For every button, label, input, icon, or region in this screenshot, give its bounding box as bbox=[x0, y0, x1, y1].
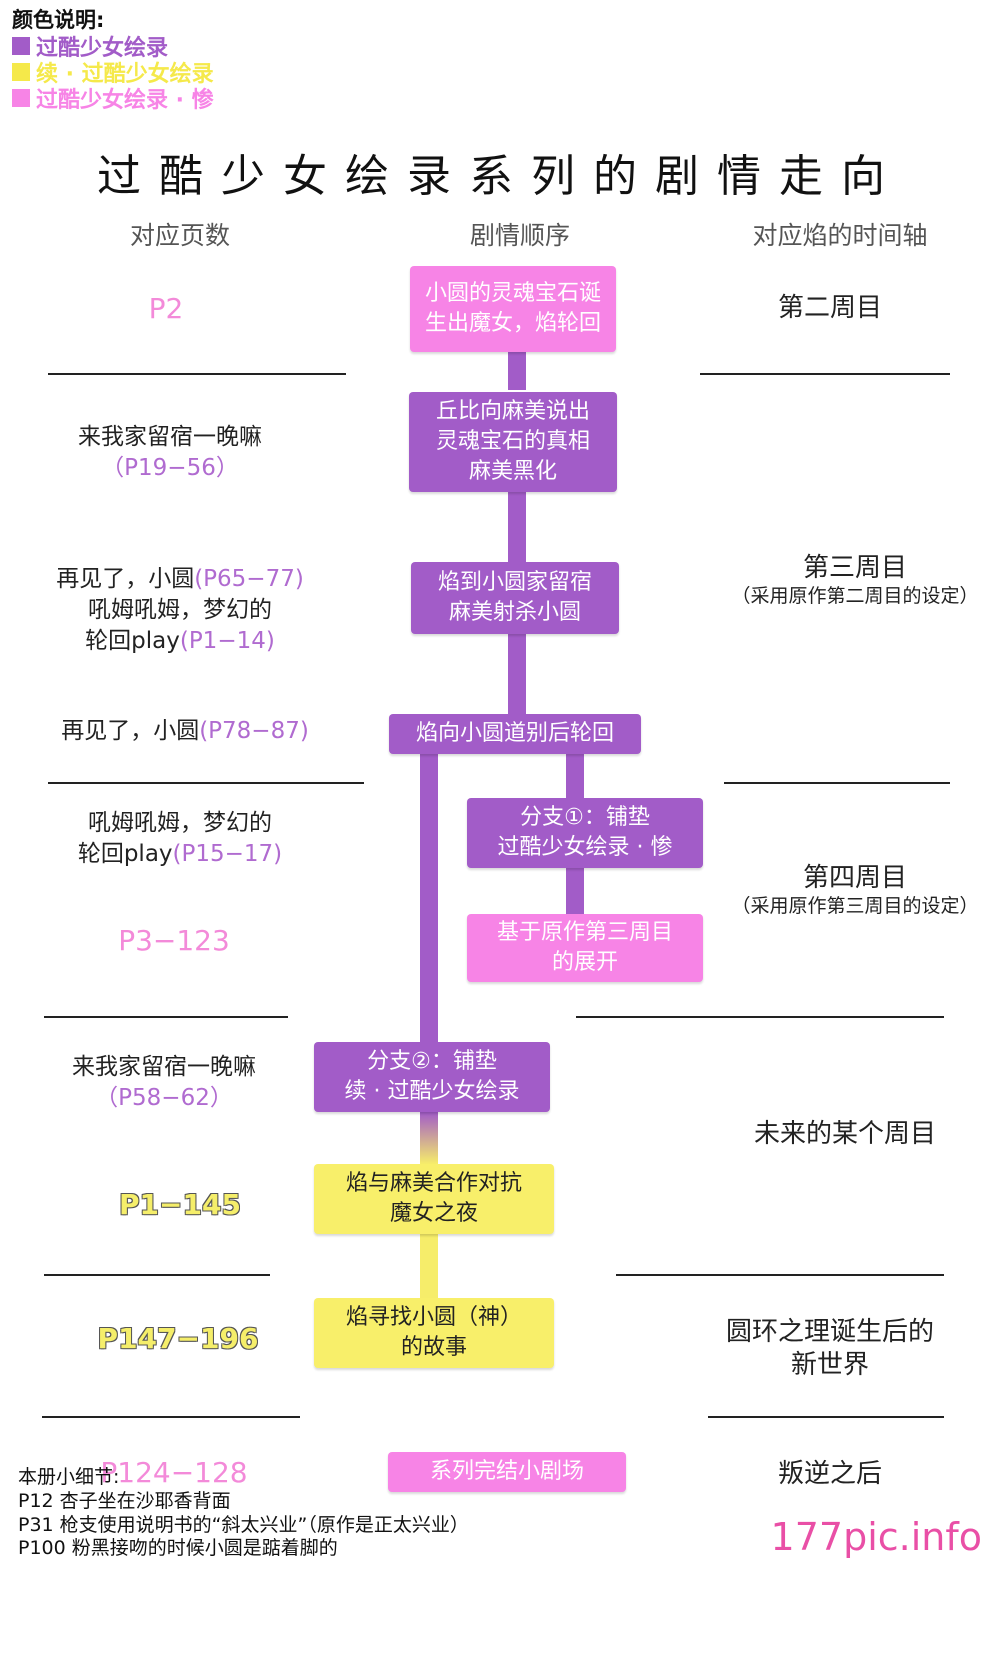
timeline-label: 第二周目 bbox=[777, 293, 882, 323]
plot-node: 焰寻找小圆（神） 的故事 bbox=[314, 1298, 554, 1368]
page-range: （P58−62） bbox=[95, 1085, 233, 1112]
chapter-title: 再见了，小圆 bbox=[61, 718, 200, 744]
page-range: P3−123 bbox=[118, 924, 230, 957]
divider bbox=[700, 373, 950, 375]
divider bbox=[708, 1416, 944, 1418]
page-range: (P65−77) bbox=[194, 566, 304, 592]
plot-node: 系列完结小剧场 bbox=[388, 1452, 626, 1492]
note-item: P100 粉黑接吻的时候小圆是踮着脚的 bbox=[18, 1537, 338, 1560]
timeline-note: （采用原作第二周目的设定） bbox=[731, 584, 979, 607]
legend-title: 颜色说明: bbox=[12, 8, 105, 32]
legend-label: 过酷少女绘录 bbox=[36, 36, 169, 61]
connector-line bbox=[508, 634, 526, 714]
note-item: P31 枪支使用说明书的“斜太兴业”（原作是正太兴业） bbox=[18, 1513, 469, 1536]
chapter-title: 吼姆吼姆，梦幻的 bbox=[88, 810, 272, 836]
legend-item-yellow: 续 · 过酷少女绘录 bbox=[12, 56, 214, 88]
divider bbox=[48, 782, 364, 784]
legend-item-purple: 过酷少女绘录 bbox=[12, 30, 168, 62]
page-range: P1−145 bbox=[119, 1188, 241, 1221]
plot-node: 焰与麻美合作对抗 魔女之夜 bbox=[314, 1164, 554, 1234]
timeline-label: 第三周目 bbox=[802, 553, 907, 583]
branch-2-line bbox=[420, 752, 438, 1050]
branch-node: 分支①：铺垫 过酷少女绘录 · 惨 bbox=[467, 798, 703, 868]
notes-heading: 本册小细节: bbox=[18, 1466, 120, 1488]
gradient-connector bbox=[420, 1112, 438, 1164]
branch-1-line bbox=[566, 868, 584, 914]
connector-line bbox=[508, 492, 526, 562]
legend-swatch-pink bbox=[12, 89, 30, 107]
page-title: 过酷少女绘录系列的剧情走向 bbox=[97, 151, 903, 202]
divider bbox=[42, 1416, 300, 1418]
divider bbox=[48, 373, 346, 375]
page-range: P147−196 bbox=[97, 1322, 259, 1355]
chapter-title: 吼姆吼姆，梦幻的 bbox=[88, 597, 272, 624]
plot-node: 焰到小圆家留宿 麻美射杀小圆 bbox=[411, 562, 619, 634]
legend-swatch-purple bbox=[12, 37, 30, 55]
plot-node: 小圆的灵魂宝石诞 生出魔女，焰轮回 bbox=[410, 266, 616, 352]
divider bbox=[576, 1016, 944, 1018]
divider bbox=[44, 1274, 270, 1276]
column-heading-timeline: 对应焰的时间轴 bbox=[752, 221, 928, 250]
chapter-title: 轮回play bbox=[77, 841, 173, 868]
connector-line bbox=[420, 1232, 438, 1298]
timeline-label: 第四周目 bbox=[802, 863, 907, 893]
page-entry: 吼姆吼姆，梦幻的 轮回play(P15−17) bbox=[50, 808, 310, 870]
divider bbox=[616, 1274, 944, 1276]
page-range: P2 bbox=[148, 292, 184, 325]
page-range: (P78−87) bbox=[199, 718, 309, 744]
timeline-note: （采用原作第三周目的设定） bbox=[731, 894, 979, 917]
chapter-title: 来我家留宿一晚嘛 bbox=[72, 1054, 256, 1080]
chapter-title: 轮回play bbox=[85, 628, 180, 655]
plot-node: 焰向小圆道别后轮回 bbox=[389, 714, 641, 754]
page-entry: 再见了，小圆(P78−87) bbox=[30, 716, 340, 747]
legend-label: 过酷少女绘录 · 惨 bbox=[36, 88, 214, 113]
timeline-label: 未来的某个周目 bbox=[753, 1119, 936, 1149]
legend-item-pink: 过酷少女绘录 · 惨 bbox=[12, 82, 214, 114]
legend-label: 续 · 过酷少女绘录 bbox=[36, 62, 214, 87]
page-range: (P15−17) bbox=[172, 841, 283, 868]
notes-section: 本册小细节: P12 杏子坐在沙耶香背面 P31 枪支使用说明书的“斜太兴业”（… bbox=[18, 1466, 469, 1561]
plot-node: 丘比向麻美说出 灵魂宝石的真相 麻美黑化 bbox=[409, 392, 617, 492]
connector-line bbox=[508, 350, 526, 390]
timeline-label: 叛逆之后 bbox=[777, 1459, 882, 1489]
page-entry: 来我家留宿一晚嘛 （P19−56） bbox=[50, 422, 290, 484]
watermark: 177pic.info bbox=[770, 1515, 982, 1559]
divider bbox=[724, 782, 950, 784]
chapter-title: 再见了，小圆 bbox=[56, 566, 195, 592]
timeline-label: 圆环之理诞生后的 新世界 bbox=[725, 1317, 934, 1380]
page-entry: 来我家留宿一晚嘛 （P58−62） bbox=[44, 1052, 284, 1114]
divider bbox=[44, 1016, 288, 1018]
legend-swatch-yellow bbox=[12, 63, 30, 81]
timeline-entry: 第四周目 （采用原作第三周目的设定） bbox=[720, 862, 990, 918]
branch-node: 分支②：铺垫 续 · 过酷少女绘录 bbox=[314, 1042, 550, 1112]
plot-node: 基于原作第三周目 的展开 bbox=[467, 914, 703, 982]
page-entry: 再见了，小圆(P65−77) 吼姆吼姆，梦幻的 轮回play(P1−14) bbox=[30, 564, 330, 657]
timeline-entry: 第三周目 （采用原作第二周目的设定） bbox=[720, 552, 990, 608]
page-range: (P1−14) bbox=[179, 628, 275, 655]
page-range: （P19−56） bbox=[101, 455, 239, 482]
column-heading-pages: 对应页数 bbox=[129, 221, 230, 250]
note-item: P12 杏子坐在沙耶香背面 bbox=[18, 1489, 231, 1512]
column-heading-plot: 剧情顺序 bbox=[469, 221, 570, 250]
page-range: P124−128 bbox=[100, 1456, 248, 1489]
branch-1-line bbox=[566, 752, 584, 798]
chapter-title: 来我家留宿一晚嘛 bbox=[78, 424, 262, 450]
